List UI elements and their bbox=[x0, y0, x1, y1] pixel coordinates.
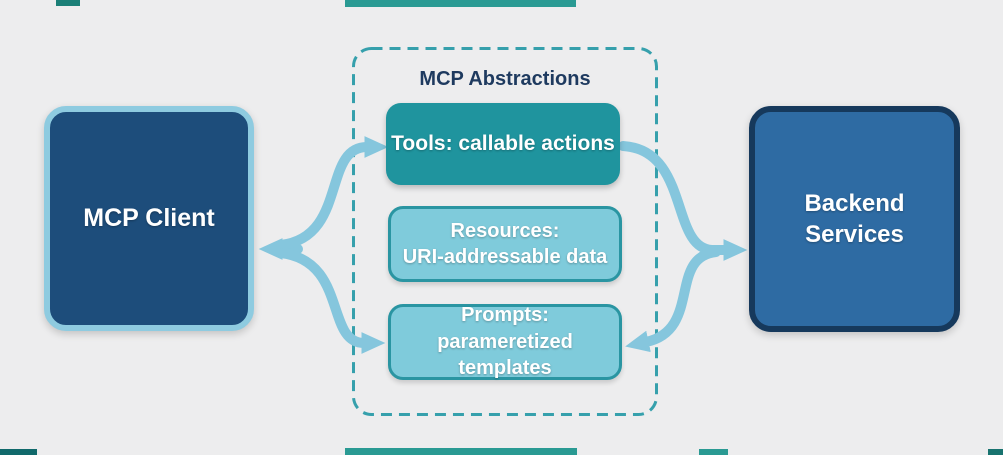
edge-mark bbox=[345, 0, 576, 7]
mcp-client-box: MCP Client bbox=[44, 106, 254, 331]
tools-box: Tools: callable actions bbox=[386, 103, 620, 185]
backend-services-box: Backend Services bbox=[749, 106, 960, 332]
abstractions-title: MCP Abstractions bbox=[419, 68, 591, 90]
edge-mark bbox=[699, 449, 728, 455]
resources-label-line2: URI-addressable data bbox=[402, 246, 608, 268]
mcp-client-label: MCP Client bbox=[83, 204, 215, 232]
arrow-client-to-prompts bbox=[276, 248, 386, 354]
resources-box: Resources: URI-addressable data bbox=[388, 206, 622, 282]
backend-label-line2: Services bbox=[805, 221, 904, 248]
abstractions-dashed-border bbox=[352, 47, 658, 416]
prompts-box: Prompts: parameretized templates bbox=[388, 304, 622, 380]
prompts-label-line1: Prompts: bbox=[461, 304, 549, 327]
edge-mark bbox=[56, 0, 80, 6]
resources-label-line1: Resources: bbox=[450, 219, 560, 242]
right-connector-group bbox=[618, 141, 748, 353]
arrow-backend-to-prompts bbox=[625, 247, 721, 353]
prompts-label-line2: parameretized templates bbox=[437, 330, 573, 380]
arrow-client-to-tools bbox=[276, 136, 389, 250]
left-connector-group bbox=[258, 136, 389, 354]
edge-mark bbox=[0, 449, 37, 455]
arrow-tools-to-backend bbox=[618, 141, 717, 255]
edge-mark bbox=[345, 448, 577, 455]
edge-mark bbox=[988, 449, 1003, 455]
backend-label-line1: Backend bbox=[804, 189, 905, 217]
tools-label: Tools: callable actions bbox=[391, 132, 615, 156]
backend-services-label: Backend Services bbox=[804, 188, 904, 250]
